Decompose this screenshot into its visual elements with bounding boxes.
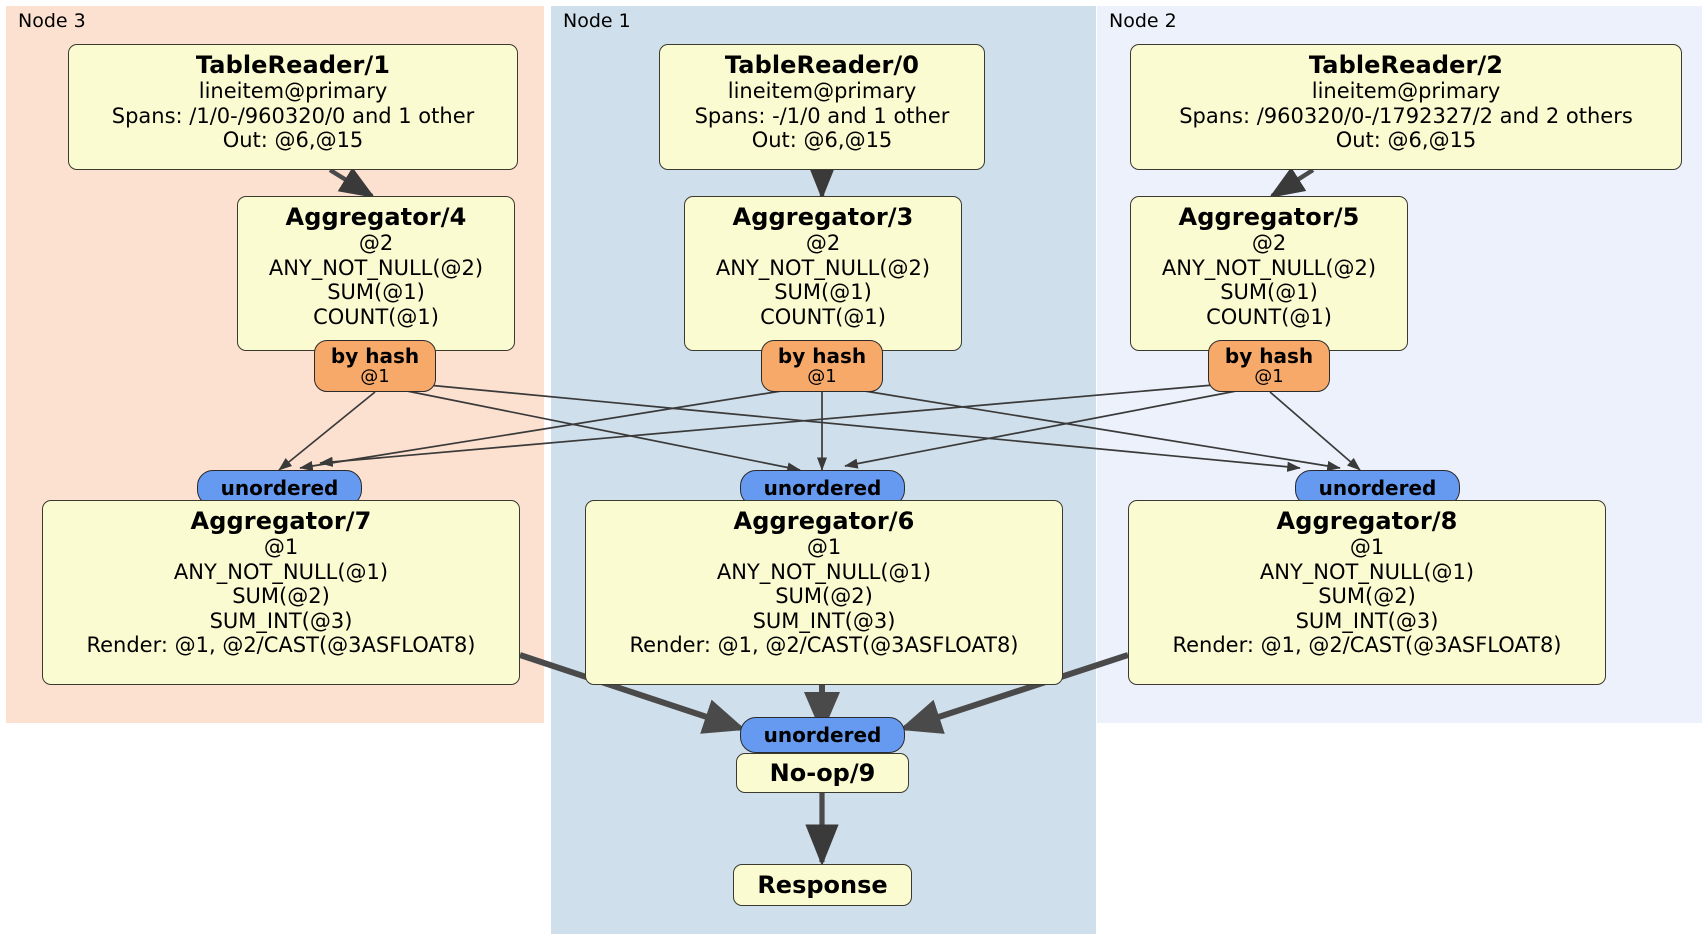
processor-aggregator-8[interactable]: Aggregator/8 @1 ANY_NOT_NULL(@1) SUM(@2)… [1128, 500, 1606, 685]
router-type: by hash [1224, 344, 1314, 368]
processor-noop-9[interactable]: No-op/9 [736, 753, 909, 793]
output-router-by-hash[interactable]: by hash @1 [761, 340, 883, 392]
processor-aggregator-3[interactable]: Aggregator/3 @2 ANY_NOT_NULL(@2) SUM(@1)… [684, 196, 962, 351]
processor-detail: Spans: /960320/0-/1792327/2 and 2 others [1179, 103, 1633, 128]
input-sync-unordered-final[interactable]: unordered [740, 717, 905, 753]
processor-detail: Spans: /1/0-/960320/0 and 1 other [111, 103, 475, 128]
processor-tablereader-1[interactable]: TableReader/1 lineitem@primary Spans: /1… [68, 44, 518, 170]
processor-title: Aggregator/6 [733, 507, 915, 535]
processor-detail: SUM_INT(@3) [752, 608, 896, 633]
processor-detail: Out: @6,@15 [751, 128, 893, 153]
processor-detail: @2 [805, 231, 841, 256]
processor-tablereader-0[interactable]: TableReader/0 lineitem@primary Spans: -/… [659, 44, 985, 170]
processor-detail: SUM(@2) [775, 584, 873, 609]
router-column: @1 [360, 366, 390, 388]
processor-detail: ANY_NOT_NULL(@1) [173, 559, 389, 584]
processor-detail: Out: @6,@15 [222, 128, 364, 153]
processor-detail: SUM_INT(@3) [209, 608, 353, 633]
processor-detail: ANY_NOT_NULL(@2) [268, 255, 484, 280]
processor-detail: ANY_NOT_NULL(@2) [715, 255, 931, 280]
processor-detail: @1 [1349, 535, 1385, 560]
processor-title: Aggregator/8 [1276, 507, 1458, 535]
processor-detail: @2 [1251, 231, 1287, 256]
router-column: @1 [1254, 366, 1284, 388]
router-type: by hash [777, 344, 867, 368]
processor-detail: SUM(@1) [774, 280, 872, 305]
processor-aggregator-7[interactable]: Aggregator/7 @1 ANY_NOT_NULL(@1) SUM(@2)… [42, 500, 520, 685]
processor-response[interactable]: Response [733, 864, 912, 906]
processor-detail: SUM(@2) [232, 584, 330, 609]
processor-detail: ANY_NOT_NULL(@1) [716, 559, 932, 584]
processor-detail: COUNT(@1) [760, 304, 886, 329]
router-type: by hash [330, 344, 420, 368]
processor-detail: SUM(@2) [1318, 584, 1416, 609]
processor-render: Render: @1, @2/CAST(@3ASFLOAT8) [629, 633, 1019, 658]
processor-aggregator-6[interactable]: Aggregator/6 @1 ANY_NOT_NULL(@1) SUM(@2)… [585, 500, 1063, 685]
processor-detail: @2 [358, 231, 394, 256]
processor-detail: COUNT(@1) [1206, 304, 1332, 329]
output-router-by-hash[interactable]: by hash @1 [314, 340, 436, 392]
processor-title: Aggregator/5 [1178, 203, 1360, 231]
processor-detail: lineitem@primary [198, 79, 388, 104]
processor-title: TableReader/1 [195, 51, 391, 79]
processor-render: Render: @1, @2/CAST(@3ASFLOAT8) [86, 633, 476, 658]
processor-title: Aggregator/4 [285, 203, 467, 231]
processor-detail: SUM(@1) [1220, 280, 1318, 305]
processor-detail: Out: @6,@15 [1335, 128, 1477, 153]
processor-detail: lineitem@primary [1311, 79, 1501, 104]
processor-tablereader-2[interactable]: TableReader/2 lineitem@primary Spans: /9… [1130, 44, 1682, 170]
processor-aggregator-5[interactable]: Aggregator/5 @2 ANY_NOT_NULL(@2) SUM(@1)… [1130, 196, 1408, 351]
processor-detail: COUNT(@1) [313, 304, 439, 329]
processor-detail: @1 [263, 535, 299, 560]
router-column: @1 [807, 366, 837, 388]
processor-detail: @1 [806, 535, 842, 560]
processor-title: TableReader/2 [1308, 51, 1504, 79]
processor-detail: lineitem@primary [727, 79, 917, 104]
processor-aggregator-4[interactable]: Aggregator/4 @2 ANY_NOT_NULL(@2) SUM(@1)… [237, 196, 515, 351]
node-panel-label: Node 2 [1109, 10, 1177, 32]
output-router-by-hash[interactable]: by hash @1 [1208, 340, 1330, 392]
processor-detail: ANY_NOT_NULL(@1) [1259, 559, 1475, 584]
processor-title: Aggregator/3 [732, 203, 914, 231]
processor-detail: Spans: -/1/0 and 1 other [694, 103, 950, 128]
processor-title: Aggregator/7 [190, 507, 372, 535]
processor-detail: SUM_INT(@3) [1295, 608, 1439, 633]
node-panel-label: Node 1 [563, 10, 631, 32]
node-panel-label: Node 3 [18, 10, 86, 32]
processor-detail: SUM(@1) [327, 280, 425, 305]
processor-detail: ANY_NOT_NULL(@2) [1161, 255, 1377, 280]
processor-render: Render: @1, @2/CAST(@3ASFLOAT8) [1172, 633, 1562, 658]
processor-title: TableReader/0 [724, 51, 920, 79]
